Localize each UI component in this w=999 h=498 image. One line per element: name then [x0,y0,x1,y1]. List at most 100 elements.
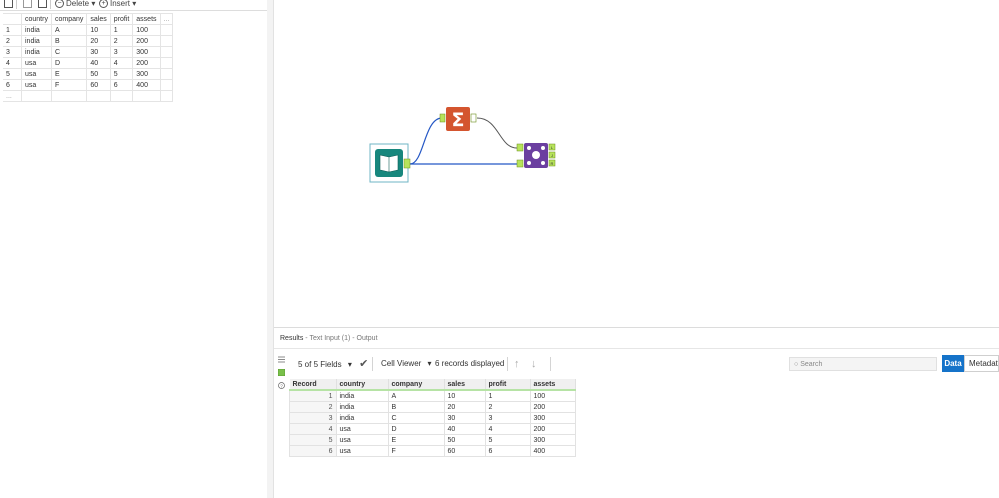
grid-cell[interactable]: B [50,35,88,47]
cell-viewer-dropdown[interactable]: Cell Viewer ▾ [381,356,432,372]
right-output-anchor[interactable] [548,159,556,167]
grid-cell[interactable]: F [50,79,88,91]
grid-cell[interactable]: india [21,35,52,47]
column-header[interactable]: sales [444,379,486,391]
table-row[interactable]: 5 usa E 50 5 300 [289,434,576,446]
grid-cell[interactable] [159,68,174,80]
column-header[interactable]: sales [86,13,111,25]
column-header[interactable]: assets [132,13,161,25]
grid-cell[interactable]: 6 [109,79,134,91]
help-icon[interactable]: ? [278,382,285,389]
table-row[interactable]: 4 usa D 40 4 200 [289,423,576,435]
grid-cell[interactable]: E [50,68,88,80]
add-column-header[interactable]: ... [159,13,174,25]
grid-cell[interactable]: 40 [86,57,111,69]
table-cell[interactable]: usa [335,423,389,435]
results-divider[interactable] [274,327,999,328]
grid-cell[interactable]: usa [21,68,52,80]
grid-cell[interactable] [132,90,161,102]
grid-cell[interactable]: 3 [109,46,134,58]
fields-selector[interactable]: 5 of 5 Fields ▾ ✔ [298,356,368,372]
grid-cell[interactable]: 1 [109,24,134,36]
grid-cell[interactable] [159,35,174,47]
grid-cell[interactable]: usa [21,57,52,69]
table-cell[interactable]: 6 [484,445,531,457]
table-cell[interactable]: 1 [484,389,531,402]
join-output-anchor[interactable] [548,151,556,159]
arrow-down-icon[interactable]: ↓ [531,358,537,370]
table-cell[interactable]: 50 [443,434,486,446]
table-cell[interactable]: 30 [443,412,486,424]
table-cell[interactable]: 400 [529,445,576,457]
text-input-grid[interactable]: country company sales profit assets ... … [3,13,174,102]
grid-cell[interactable] [21,90,52,102]
grid-cell[interactable] [159,57,174,69]
join-tool[interactable]: L J R [516,143,556,168]
grid-cell[interactable]: D [50,57,88,69]
table-cell[interactable]: india [335,401,389,413]
table-view-icon[interactable] [278,369,285,376]
grid-cell[interactable]: 2 [109,35,134,47]
table-cell[interactable]: 10 [443,389,486,402]
column-header[interactable]: profit [109,13,134,25]
grid-cell[interactable]: 5 [109,68,134,80]
grid-cell[interactable]: C [50,46,88,58]
table-cell[interactable]: 100 [529,389,576,402]
grid-cell[interactable]: 300 [132,46,161,58]
table-row[interactable]: 6 usa F 60 6 400 [289,445,576,457]
grid-cell[interactable]: india [21,24,52,36]
grid-cell[interactable] [159,90,174,102]
table-cell[interactable]: 200 [529,401,576,413]
left-output-anchor[interactable] [548,143,556,151]
table-cell[interactable]: 60 [443,445,486,457]
new-row-marker[interactable]: ... [3,90,22,102]
grid-cell[interactable]: 200 [132,57,161,69]
table-row[interactable]: 2 india B 20 2 200 [289,401,576,413]
table-cell[interactable]: 300 [529,412,576,424]
grid-cell[interactable] [159,46,174,58]
list-icon[interactable] [278,356,285,363]
text-input-tool[interactable] [369,143,411,183]
table-cell[interactable]: 300 [529,434,576,446]
arrow-up-icon[interactable]: ↑ [514,358,520,370]
column-header[interactable]: Record [289,379,337,391]
output-anchor[interactable] [403,158,411,169]
data-tab-button[interactable]: Data [942,355,964,372]
copy-icon[interactable] [23,0,32,8]
table-cell[interactable]: 3 [484,412,531,424]
grid-cell[interactable]: 300 [132,68,161,80]
metadata-tab-button[interactable]: Metadata [964,355,999,372]
grid-cell[interactable] [159,24,174,36]
table-cell[interactable]: C [387,412,445,424]
paste-icon[interactable] [38,0,47,8]
checkmark-icon[interactable]: ✔ [359,358,369,370]
output-anchor[interactable] [470,113,477,123]
grid-cell[interactable]: 20 [86,35,111,47]
right-input-anchor[interactable] [516,159,524,168]
table-cell[interactable]: 40 [443,423,486,435]
grid-cell[interactable]: usa [21,79,52,91]
grid-cell[interactable]: 10 [86,24,111,36]
table-cell[interactable]: 2 [484,401,531,413]
table-cell[interactable]: F [387,445,445,457]
left-input-anchor[interactable] [516,143,524,152]
grid-cell[interactable] [159,79,174,91]
workflow-canvas[interactable]: Σ L J R [274,0,999,327]
delete-button[interactable]: −Delete ▾ [55,0,95,9]
column-header[interactable]: assets [530,379,576,391]
grid-cell[interactable] [109,90,134,102]
grid-cell[interactable] [86,90,111,102]
table-cell[interactable]: A [387,389,445,402]
table-cell[interactable]: 4 [484,423,531,435]
grid-cell[interactable]: 100 [132,24,161,36]
table-row[interactable]: 3 india C 30 3 300 [289,412,576,424]
table-cell[interactable]: 5 [484,434,531,446]
grid-cell[interactable]: 60 [86,79,111,91]
grid-cell[interactable]: 30 [86,46,111,58]
table-cell[interactable]: B [387,401,445,413]
table-cell[interactable]: india [335,389,389,402]
table-cell[interactable]: E [387,434,445,446]
column-header[interactable]: country [21,13,52,25]
table-row[interactable]: 1 india A 10 1 100 [289,389,576,402]
table-cell[interactable]: 20 [443,401,486,413]
